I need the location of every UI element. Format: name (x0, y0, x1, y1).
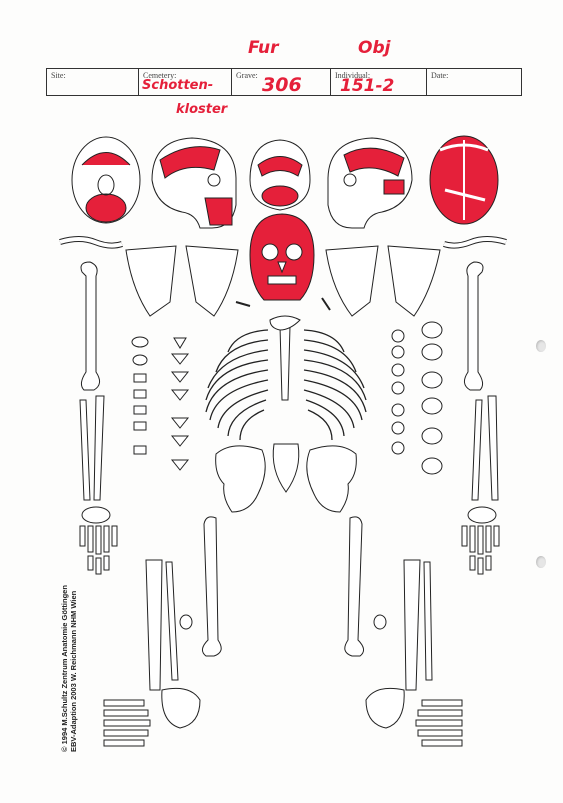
sternum (280, 326, 290, 400)
left-foot (104, 688, 200, 746)
skull-right-lateral-view (152, 138, 236, 228)
ribs-left (206, 330, 268, 440)
left-radius (80, 400, 90, 500)
right-femur (345, 517, 364, 656)
left-ulna (94, 396, 104, 500)
skull-superior-view (430, 136, 498, 224)
left-femur (202, 517, 221, 656)
left-scapula-anterior (126, 246, 176, 316)
right-hip-bone (307, 446, 357, 512)
left-humerus (81, 262, 100, 390)
ribs-right (304, 330, 366, 440)
lumbar-vertebrae-right (422, 322, 442, 474)
right-fibula (424, 562, 432, 680)
thoracic-vertebrae-right (392, 330, 404, 454)
left-tibia (146, 560, 162, 690)
right-scapula-posterior (326, 246, 378, 316)
left-fibula (166, 562, 178, 680)
left-patella (180, 615, 192, 629)
right-radius (472, 400, 482, 500)
cervical-vertebrae-superior (172, 338, 188, 470)
skull-left-lateral-view (328, 138, 412, 228)
credit-line-2: EBV-Adaption 2003 W. Reichmann NHM Wien (69, 585, 78, 752)
copyright-credit: © 1994 M.Schultz Zentrum Anatomie Göttin… (60, 585, 78, 752)
right-hand (462, 507, 499, 574)
left-hand (80, 507, 117, 574)
credit-line-1: © 1994 M.Schultz Zentrum Anatomie Göttin… (60, 585, 69, 752)
right-foot (366, 688, 462, 746)
sacrum (273, 444, 299, 492)
right-patella (374, 615, 386, 629)
right-tibia (404, 560, 420, 690)
left-hip-bone (216, 446, 266, 512)
right-humerus (464, 262, 483, 390)
left-scapula-posterior (186, 246, 238, 316)
skull-inferior-view (72, 137, 140, 223)
right-scapula-anterior (388, 246, 440, 316)
right-ulna (488, 396, 498, 500)
skull-posterior-view (250, 140, 310, 210)
cervical-vertebrae-left (132, 337, 148, 454)
skull-anterior-view (250, 214, 314, 300)
